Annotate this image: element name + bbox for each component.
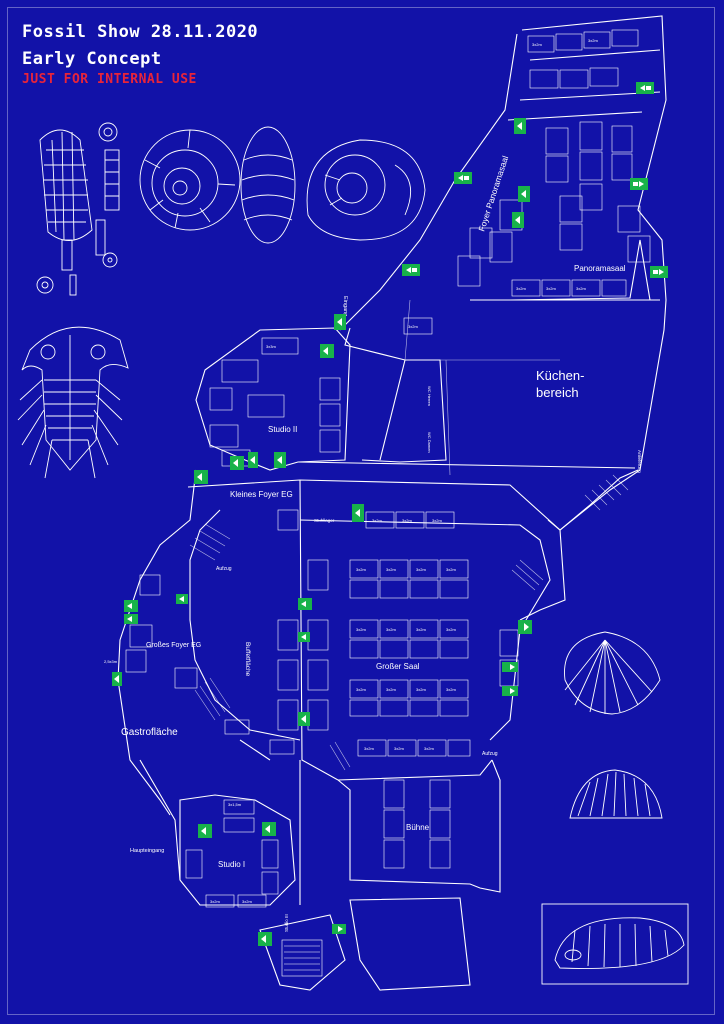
booth-label: 3x2m xyxy=(242,899,252,904)
exit-sign-icon xyxy=(502,686,518,696)
booth-size-labels: 3x2m 3x2m 3x2m 3x2m 3x2m 3x2m 3x2m 3x2m … xyxy=(104,38,598,904)
panoramasaal-label: Panoramasaal xyxy=(574,264,626,273)
exit-sign-icon xyxy=(112,672,122,686)
booth-label: 3x2m xyxy=(210,899,220,904)
booth-label: 3x2m xyxy=(446,567,456,572)
building-outline xyxy=(117,15,667,991)
exit-signs xyxy=(112,82,668,946)
exit-sign-icon xyxy=(332,924,346,934)
exit-sign-icon xyxy=(230,456,244,470)
exit-sign-icon xyxy=(502,662,518,672)
exit-sign-icon xyxy=(194,470,208,484)
booth-label: 3x2m xyxy=(394,746,404,751)
booth-label: 3x2m xyxy=(416,567,426,572)
internal-use-notice: JUST FOR INTERNAL USE xyxy=(22,72,197,87)
foyer-panoramasaal-label: Foyer Panoramasaal xyxy=(476,154,510,232)
haupteingang-label: Haupteingang xyxy=(130,848,164,854)
exit-sign-icon xyxy=(650,266,668,278)
wc-damen-label: WC Damen xyxy=(427,432,432,453)
exit-sign-icon xyxy=(512,212,524,228)
exit-sign-icon xyxy=(248,452,258,468)
booth-label: 3x2m xyxy=(446,627,456,632)
booth-label: 3x2m xyxy=(386,687,396,692)
exit-sign-icon xyxy=(274,452,286,468)
exit-sign-icon xyxy=(518,620,532,634)
grosser-saal-label: Großer Saal xyxy=(376,662,420,671)
exit-sign-icon xyxy=(262,822,276,836)
kleines-foyer-label: Kleines Foyer EG xyxy=(230,490,293,499)
exit-sign-icon xyxy=(298,712,310,726)
booth-label: 3x2m xyxy=(402,518,412,523)
kuechen-label-line2: bereich xyxy=(536,385,579,400)
booth-label: 3x2m xyxy=(576,286,586,291)
exit-sign-icon xyxy=(198,824,212,838)
exit-sign-icon xyxy=(402,264,420,276)
booth-label: 3x2m xyxy=(516,286,526,291)
shell-icon xyxy=(564,631,663,819)
poster-subtitle: Early Concept xyxy=(22,49,162,69)
gastroflaeche-label: Gastrofläche xyxy=(121,727,178,738)
exit-sign-icon xyxy=(298,598,312,610)
booth-label: 3x2m xyxy=(424,746,434,751)
kuechen-label-line1: Küchen- xyxy=(536,368,584,383)
booth-label: 3x2m xyxy=(356,567,366,572)
booth-label: 3x2m xyxy=(532,42,542,47)
booth-label: 3x2m xyxy=(386,627,396,632)
booth-label: 3x2m xyxy=(356,687,366,692)
sea-urchin-icon xyxy=(541,903,689,985)
exit-sign-icon xyxy=(454,172,472,184)
exit-sign-icon xyxy=(124,614,138,624)
stuhllager-label: Stuhllager xyxy=(314,518,335,523)
booth-label: 3x2m xyxy=(364,746,374,751)
room-labels: Foyer Panoramasaal Panoramasaal Küchen- … xyxy=(121,154,642,932)
exit-sign-icon xyxy=(352,504,364,522)
exit-sign-icon xyxy=(514,118,526,134)
studio-1-label: Studio I xyxy=(218,860,245,869)
studio-3-label: Studio III xyxy=(284,914,289,932)
booth-label: 3x3m xyxy=(266,344,276,349)
booth-label: 3x2m xyxy=(356,627,366,632)
booth-label: 3x2m xyxy=(588,38,598,43)
exit-sign-icon xyxy=(518,186,530,202)
exit-sign-icon xyxy=(334,314,346,330)
exit-sign-icon xyxy=(176,594,188,604)
exhibit-booths xyxy=(125,29,651,977)
exit-sign-icon xyxy=(124,600,138,612)
eingang-label: Eingang xyxy=(342,296,348,316)
aufzug-label-2: Aufzug xyxy=(482,751,498,757)
booth-label: 3x2m xyxy=(372,518,382,523)
exit-sign-icon xyxy=(258,932,272,946)
exit-sign-icon xyxy=(636,82,654,94)
booth-label: 3x2m xyxy=(432,518,442,523)
booth-label: 2,5x3m xyxy=(104,659,118,664)
trilobite-icon xyxy=(17,326,129,479)
exit-sign-icon xyxy=(630,178,648,190)
booth-label: 3x2m xyxy=(416,687,426,692)
crinoid-icon xyxy=(36,122,120,296)
anlieferung-label: Anlieferung xyxy=(637,450,642,473)
booth-label: 3x2m xyxy=(446,687,456,692)
buehne-label: Bühne xyxy=(406,823,430,832)
ammonite-icon xyxy=(139,126,426,244)
booth-label: 3x1,5m xyxy=(228,802,242,807)
buffetflaeche-label: Buffetfläche xyxy=(244,642,251,677)
booth-label: 3x2m xyxy=(416,627,426,632)
poster-title: Fossil Show 28.11.2020 xyxy=(22,22,259,42)
exit-sign-icon xyxy=(298,632,310,642)
booth-label: 3x2m xyxy=(386,567,396,572)
wc-herren-label: WC Herren xyxy=(427,386,432,406)
booth-label: 3x2m xyxy=(546,286,556,291)
stairs xyxy=(189,474,629,771)
booth-label: 3x2m xyxy=(408,324,418,329)
poster-frame xyxy=(7,7,715,1015)
studio-2-label: Studio II xyxy=(268,425,297,434)
exit-sign-icon xyxy=(320,344,334,358)
grosses-foyer-label: Großes Foyer EG xyxy=(146,642,201,649)
aufzug-label-1: Aufzug xyxy=(216,566,232,572)
